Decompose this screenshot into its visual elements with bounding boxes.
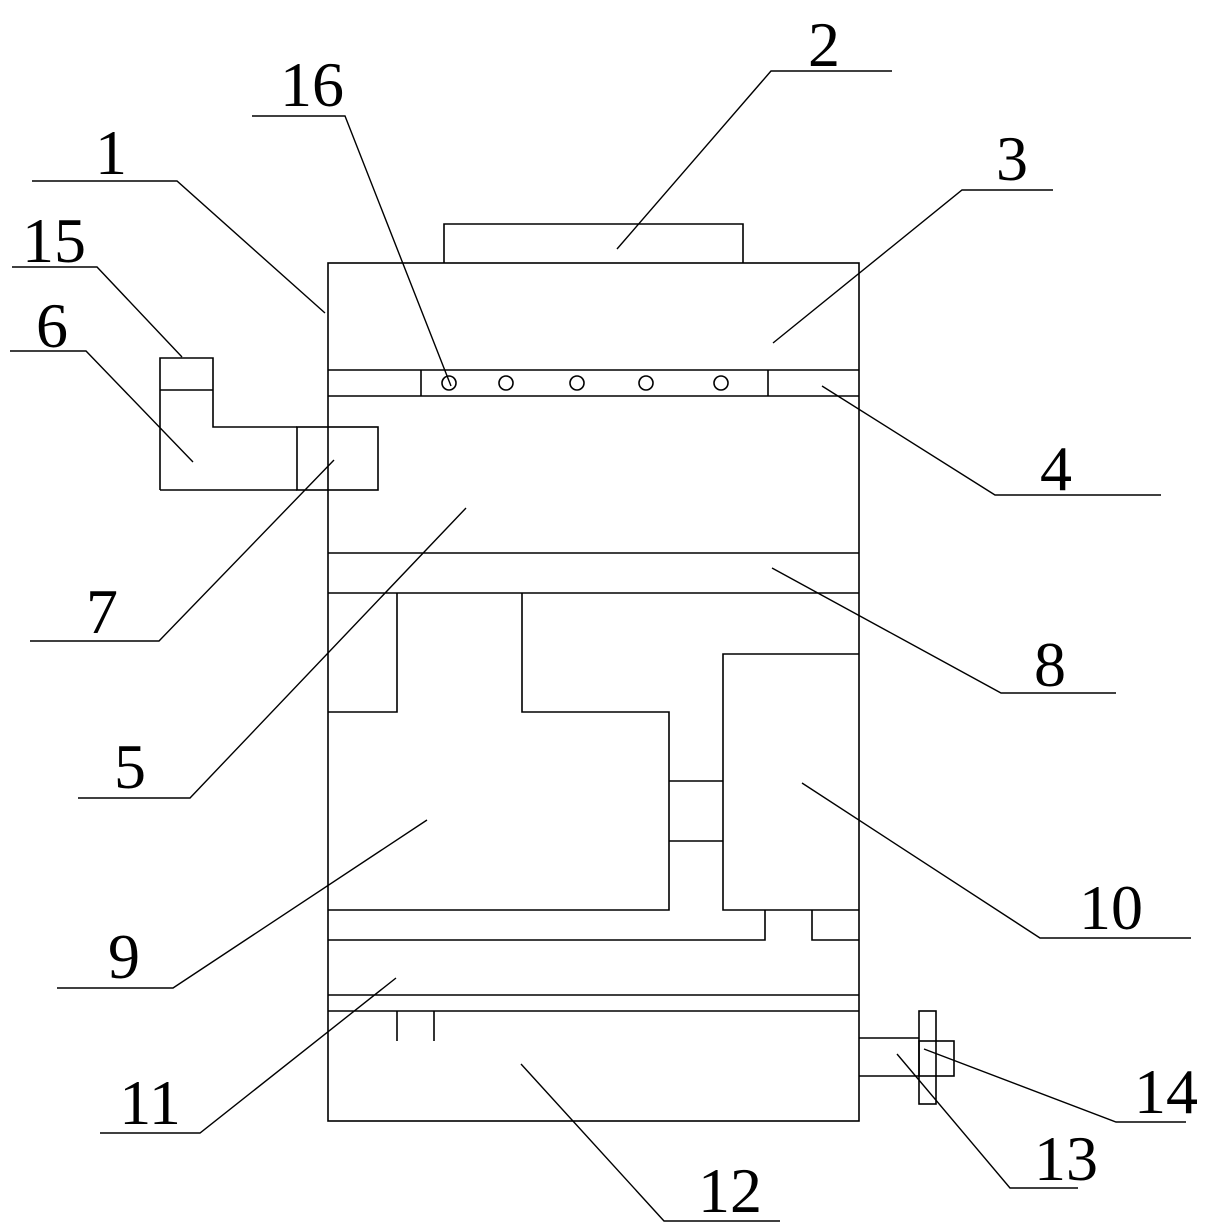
valve-body: [918, 1040, 955, 1077]
leader-6: [10, 350, 194, 463]
label-7: 7: [86, 576, 118, 647]
leader-12: [520, 1063, 780, 1222]
hole: [498, 375, 514, 391]
top-cap: [443, 223, 744, 263]
leader-10: [801, 782, 1191, 939]
label-2: 2: [808, 9, 840, 80]
label-14: 14: [1134, 1056, 1198, 1127]
chamber-outlet-left: [328, 910, 766, 941]
leader-8: [771, 567, 1116, 694]
leader-1: [32, 180, 326, 314]
label-11: 11: [119, 1067, 181, 1138]
leader-3: [772, 189, 1053, 344]
hole: [441, 375, 457, 391]
label-6: 6: [36, 290, 68, 361]
label-5: 5: [114, 731, 146, 802]
label-9: 9: [108, 921, 140, 992]
drain-gap: [398, 1012, 433, 1018]
chamber-outlet-right: [811, 910, 859, 941]
chamber: [722, 653, 859, 911]
leader-7: [30, 459, 335, 642]
tank-body: [328, 593, 670, 911]
label-13: 13: [1034, 1123, 1098, 1194]
label-8: 8: [1034, 629, 1066, 700]
label-4: 4: [1040, 433, 1072, 504]
tank-left-wall: [328, 593, 398, 713]
leader-13: [896, 1053, 1078, 1189]
leader-11: [100, 977, 397, 1134]
connector: [296, 426, 379, 491]
leader-2: [616, 70, 892, 250]
label-1: 1: [95, 117, 127, 188]
hole: [569, 375, 585, 391]
leader-14: [923, 1048, 1186, 1123]
label-12: 12: [698, 1155, 762, 1226]
leader-9: [57, 819, 428, 989]
label-15: 15: [22, 205, 86, 276]
housing: [327, 262, 860, 1122]
label-16: 16: [280, 49, 344, 120]
hole: [638, 375, 654, 391]
hole: [713, 375, 729, 391]
label-3: 3: [996, 123, 1028, 194]
leader-15: [12, 266, 183, 358]
leader-4: [821, 385, 1161, 496]
label-10: 10: [1079, 872, 1143, 943]
leader-5: [78, 507, 467, 799]
leader-16: [252, 115, 452, 387]
inlet-elbow: [159, 357, 297, 490]
